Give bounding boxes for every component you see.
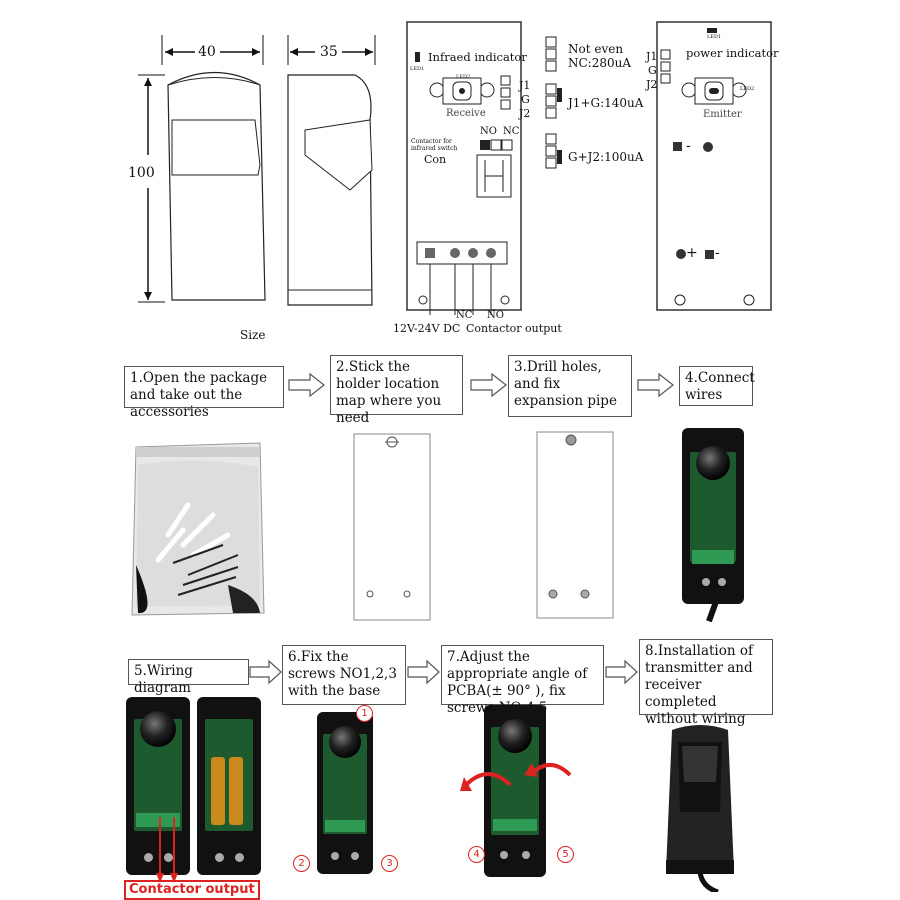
adjust-angle-device-photo: [484, 705, 546, 877]
step-3-box: 3.Drill holes, and fix expansion pipe: [508, 355, 632, 417]
emitter-minus-bottom-label: -: [715, 245, 720, 261]
not-even-label: Not even: [568, 42, 624, 56]
receiver-g-label: G: [521, 93, 530, 106]
not-even-current-label: NC:280uA: [568, 56, 632, 70]
nc-bottom-label: NC: [456, 310, 473, 321]
arrow-2-3: [470, 372, 507, 398]
holder-template-photo: [353, 433, 431, 621]
receiver-led1-label: LED1: [410, 66, 425, 72]
step-1-text: 1.Open the package and take out the acce…: [130, 370, 268, 420]
emitter-j1-label: J1: [646, 50, 658, 63]
step-5-text: 5.Wiring diagram: [134, 663, 193, 696]
receive-label: Receive: [446, 108, 486, 119]
no-bottom-label: NO: [487, 310, 504, 321]
size-width-label: 40: [198, 44, 216, 60]
gj2-current-label: G+J2:100uA: [568, 150, 644, 164]
step-1-box: 1.Open the package and take out the acce…: [124, 366, 284, 420]
fix-screws-device-photo: [317, 712, 373, 874]
screw-5-marker: 5: [557, 846, 574, 863]
receiver-led2-label: LED2: [456, 74, 471, 80]
emitter-j2-label: J2: [646, 78, 658, 91]
size-diagram: [138, 35, 376, 306]
emitter-g-label: G: [648, 64, 657, 77]
screw-3-marker: 3: [381, 855, 398, 872]
step-4-text: 4.Connect wires: [685, 370, 755, 403]
emitter-minus-top-label: -: [686, 138, 691, 154]
infrared-indicator-label: Infraed indicator: [428, 50, 527, 64]
size-depth-label: 35: [320, 44, 338, 60]
receiver-j2-label: J2: [519, 107, 531, 120]
screw-4-marker: 4: [468, 846, 485, 863]
step-3-text: 3.Drill holes, and fix expansion pipe: [514, 359, 617, 409]
arrow-5-6: [249, 659, 282, 685]
emitter-board-diagram: [656, 21, 772, 311]
emitter-led2-label: LED2: [740, 86, 755, 92]
step-6-box: 6.Fix the screws NO1,2,3 with the base: [282, 645, 406, 705]
screw-1-marker: 1: [356, 705, 373, 722]
power-indicator-label: power indicator: [686, 46, 779, 60]
arrow-7-8: [605, 659, 638, 685]
emitter-plus-label: +: [686, 245, 698, 261]
completed-installation-photo: [666, 725, 734, 892]
contactor-output-photo-label: Contactor output: [124, 880, 260, 900]
contactor-output-photo-text: Contactor output: [129, 882, 255, 897]
arrow-6-7: [407, 659, 440, 685]
contactor-output-label: Contactor output: [466, 322, 562, 335]
step-7-text: 7.Adjust the appropriate angle of PCBA(±…: [447, 649, 588, 716]
step-2-text: 2.Stick the holder location map where yo…: [336, 359, 442, 426]
step-5-box: 5.Wiring diagram: [128, 659, 249, 696]
accessories-bag-photo: [131, 442, 265, 616]
drilled-template-photo: [536, 431, 614, 619]
step-8-text: 8.Installation of transmitter and receiv…: [645, 643, 753, 727]
wiring-device-left-photo: [126, 697, 190, 875]
emitter-led1-label: LED1: [707, 34, 722, 40]
screw-2-marker: 2: [293, 855, 310, 872]
size-height-label: 100: [128, 165, 155, 181]
size-caption: Size: [240, 328, 266, 342]
contactor-note-label: Contactor for infrared switch: [411, 138, 458, 152]
wiring-device-right-photo: [197, 697, 261, 875]
step-7-box: 7.Adjust the appropriate angle of PCBA(±…: [441, 645, 604, 716]
con-label: Con: [424, 153, 447, 166]
jumper-settings-diagram: [545, 36, 562, 169]
arrow-1-2: [288, 372, 325, 398]
no-top-label: NO: [480, 126, 497, 137]
step-4-box: 4.Connect wires: [679, 366, 755, 406]
receiver-board-diagram: [406, 21, 522, 315]
rotate-arrows: [460, 763, 572, 791]
nc-top-label: NC: [503, 126, 520, 137]
step-6-text: 6.Fix the screws NO1,2,3 with the base: [288, 649, 397, 699]
step-2-box: 2.Stick the holder location map where yo…: [330, 355, 463, 426]
contactor-output-arrows: [156, 817, 178, 883]
arrow-3-4: [637, 372, 674, 398]
power-input-label: 12V-24V DC: [393, 322, 461, 335]
step-8-box: 8.Installation of transmitter and receiv…: [639, 639, 773, 727]
receiver-j1-label: J1: [519, 79, 531, 92]
j1g-current-label: J1+G:140uA: [568, 96, 644, 110]
emitter-label: Emitter: [703, 109, 742, 120]
device-connect-wires-photo: [682, 428, 744, 604]
